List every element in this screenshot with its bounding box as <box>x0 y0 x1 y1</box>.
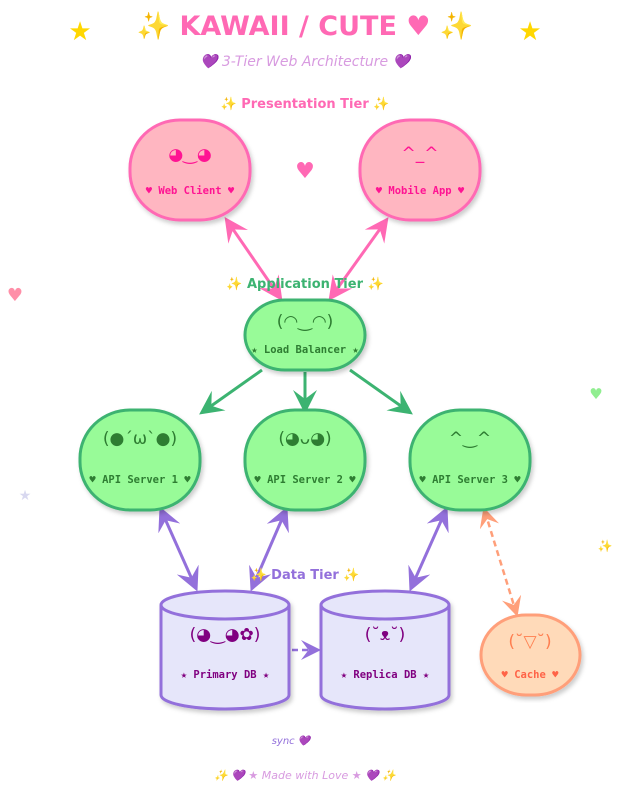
load-balancer-label: ★ Load Balancer ★ <box>251 344 359 356</box>
api-server-1-label: ♥ API Server 1 ♥ <box>89 474 191 486</box>
edge-api2-primary <box>249 506 289 592</box>
primary-db-label: ★ Primary DB ★ <box>181 669 270 681</box>
api-server-3-label: ♥ API Server 3 ♥ <box>419 474 521 486</box>
heart-icon: ♥ <box>295 159 315 184</box>
node-cache[interactable] <box>479 613 582 697</box>
api-server-2-label: ♥ API Server 2 ♥ <box>254 474 356 486</box>
replica-db-face: (˘ᴥ˘) <box>365 625 406 645</box>
presentation-tier-label: ✨ Presentation Tier ✨ <box>221 96 390 112</box>
mobile-app-label: ♥ Mobile App ♥ <box>376 185 465 197</box>
node-replica-db[interactable] <box>319 589 451 711</box>
node-api-server-3[interactable] <box>408 408 532 512</box>
cache-face: (˘▽˘) <box>508 632 551 652</box>
edge-api1-primary <box>158 506 199 592</box>
application-tier-label: ✨ Application Tier ✨ <box>226 276 383 292</box>
primary-db-face: (◕‿◕✿) <box>190 625 261 645</box>
star-icon: ★ <box>68 17 91 47</box>
api-server-1-face: (●´ω`●) <box>103 429 177 449</box>
data-tier-label: ✨ Data Tier ✨ <box>250 567 359 583</box>
load-balancer-face: (◠‿◠) <box>277 312 334 332</box>
edge-mobile-lb <box>328 217 389 301</box>
edge-lb-api1 <box>199 368 263 415</box>
mobile-app-face: ^_^ <box>402 144 439 164</box>
edge-web-lb <box>224 217 283 301</box>
node-mobile-app[interactable] <box>358 118 482 222</box>
api-server-2-face: (◕ᴗ◕) <box>278 429 331 449</box>
diagram-title: ✨ KAWAII / CUTE ♥ ✨ <box>136 11 473 42</box>
web-client-label: ♥ Web Client ♥ <box>146 185 235 197</box>
sparkle-icon: ✨ <box>598 539 613 553</box>
web-client-face: ◕‿◕ <box>168 145 211 165</box>
footer-text: ✨ 💜 ★ Made with Love ★ 💜 ✨ <box>214 769 398 782</box>
sync-edge-label: sync 💜 <box>272 735 313 747</box>
cache-label: ♥ Cache ♥ <box>502 669 560 681</box>
heart-icon: ♥ <box>7 285 23 306</box>
edge-lb-api3 <box>349 368 413 415</box>
edge-api3-cache <box>479 507 522 617</box>
node-api-server-1[interactable] <box>78 408 202 512</box>
replica-db-label: ★ Replica DB ★ <box>341 669 430 681</box>
api-server-3-face: ^‿^ <box>449 429 491 449</box>
node-web-client[interactable] <box>128 118 252 222</box>
star-icon: ★ <box>518 17 541 47</box>
edge-api3-replica <box>408 506 449 592</box>
diagram-subtitle: 💜 3-Tier Web Architecture 💜 <box>199 53 414 70</box>
star-icon: ★ <box>19 488 32 504</box>
node-load-balancer[interactable] <box>243 298 367 372</box>
node-api-server-2[interactable] <box>243 408 367 512</box>
heart-icon: ♥ <box>589 385 602 403</box>
node-primary-db[interactable] <box>159 589 291 711</box>
